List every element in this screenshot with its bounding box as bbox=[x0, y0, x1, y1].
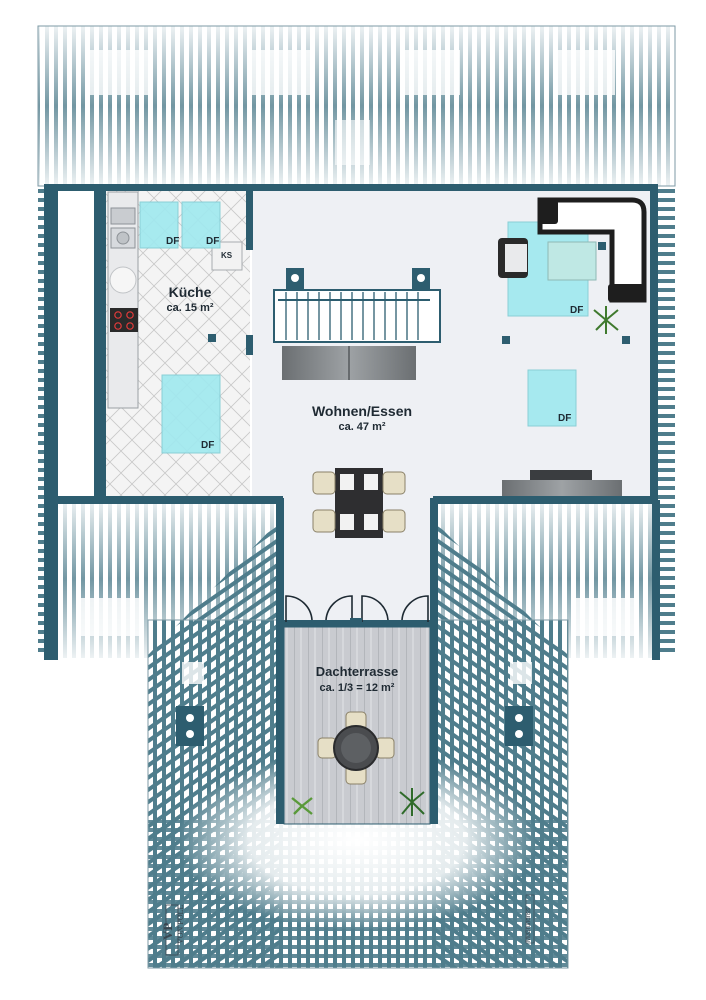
kitchen-counter bbox=[107, 191, 243, 409]
sofa bbox=[498, 197, 647, 344]
logo-emblem bbox=[165, 894, 535, 956]
room-area-kueche: ca. 15 m² bbox=[166, 302, 214, 314]
roof-window-label: DF bbox=[166, 236, 180, 247]
roof-top bbox=[37, 25, 676, 187]
room-name-kueche: Küche bbox=[168, 284, 212, 300]
plant-terrace-right bbox=[399, 788, 425, 816]
logo-name: VON POLL bbox=[176, 904, 185, 944]
plant-terrace-left bbox=[291, 797, 313, 815]
room-name-wohnen: Wohnen/Essen bbox=[311, 403, 413, 419]
roof-windows bbox=[139, 201, 589, 454]
staircase bbox=[273, 268, 441, 343]
credit-text: McGrundriss bbox=[526, 907, 532, 942]
room-area-wohnen: ca. 47 m² bbox=[338, 421, 386, 433]
plant-living bbox=[593, 306, 619, 334]
dining-table bbox=[312, 468, 406, 538]
terrace-doors bbox=[285, 595, 429, 626]
walls bbox=[44, 184, 660, 824]
sideboard bbox=[282, 346, 416, 380]
fridge-label: KS bbox=[221, 251, 233, 260]
roof-window-label: DF bbox=[558, 413, 572, 424]
tv-board bbox=[502, 470, 622, 496]
logo-letters: VP bbox=[160, 922, 175, 940]
roof-window-label: DF bbox=[201, 440, 215, 451]
terrace bbox=[283, 626, 431, 825]
roof-window-label: DF bbox=[206, 236, 220, 247]
room-name-terrasse: Dachterrasse bbox=[315, 664, 399, 679]
roof-window-label: DF bbox=[570, 305, 584, 316]
room-area-terrasse: ca. 1/3 = 12 m² bbox=[319, 682, 395, 694]
